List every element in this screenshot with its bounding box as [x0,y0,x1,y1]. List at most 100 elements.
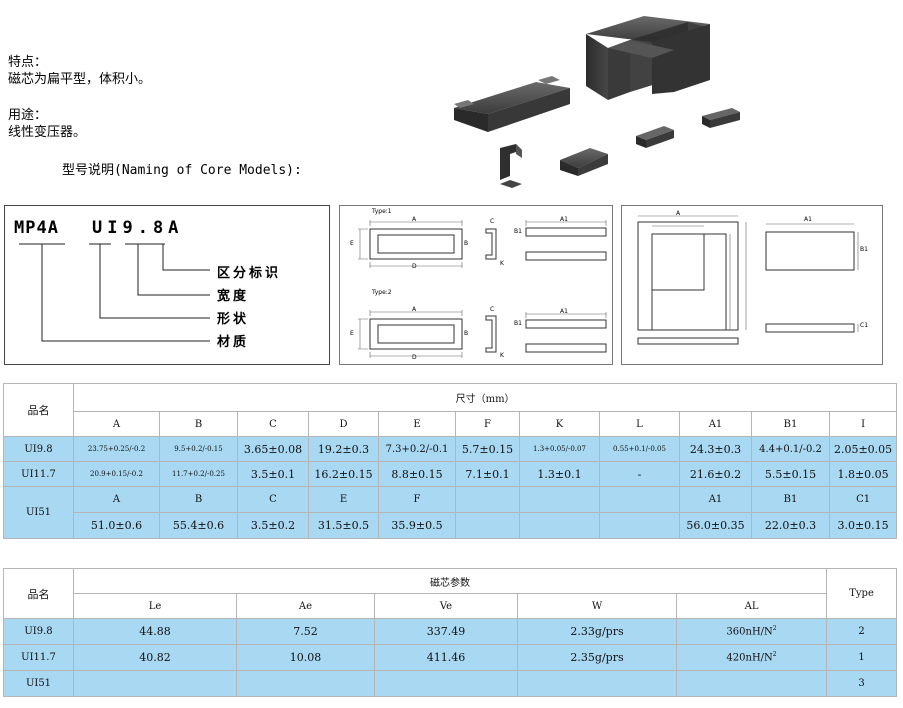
flat-core-shape [454,76,570,132]
dim-c-1: C [490,218,495,225]
naming-title: 型号说明(Naming of Core Models): [62,163,302,178]
code-model: UI9.8A [92,218,184,238]
table-cell: 7.3+0.2/-0.1 [378,436,456,462]
table-cell: 35.9±0.5 [378,512,456,539]
ui51-dim-a1: A1 [804,216,812,223]
ui51-header: F [378,486,456,513]
dim-b1-2: B1 [514,320,522,327]
type2-label: Type:2 [372,289,392,296]
row-name: UI9.8 [3,618,74,645]
param-header: Ae [236,593,375,619]
label-width: 宽度 [217,289,250,304]
table-cell: 1.3+0.05/-0.07 [519,436,600,462]
dim-k-1: K [500,260,504,267]
usage-text: 线性变压器。 [8,125,87,140]
table-cell: 5.7±0.15 [455,436,520,462]
dim-a-2: A [412,306,417,313]
table-cell: 411.46 [374,644,518,671]
dim-table-group-header: 尺寸（mm） [72,383,898,412]
table-cell: 31.5±0.5 [308,512,379,539]
table-cell: 51.0±0.6 [73,512,160,539]
table-cell: 2.33g/prs [517,618,677,645]
table-cell: 16.2±0.15 [308,461,379,487]
table-cell: 55.4±0.6 [159,512,238,539]
dim-header: C [237,411,309,437]
dim-e-1: E [350,240,354,247]
ui51-dim-b1: B1 [860,246,868,253]
table-cell: 9.5+0.2/-0.15 [159,436,238,462]
dim-b-2: B [464,330,469,337]
product-photo [454,16,740,188]
table-cell: 3 [826,670,898,697]
dim-header: L [599,411,680,437]
usage-title: 用途： [8,108,48,123]
table-cell [519,512,600,539]
table-cell: 19.2±0.3 [308,436,379,462]
dim-a1-1: A1 [560,216,568,223]
table-cell: 8.8±0.15 [378,461,456,487]
small-core-shapes [500,108,740,188]
dim-d-2: D [412,354,417,361]
table-row: UI9.8 23.75+0.25/-0.2 9.5+0.2/-0.15 3.65… [3,436,898,462]
ui51-drawing-svg [637,215,859,345]
table-row: UI11.7 40.82 10.08 411.46 2.35g/prs 420n… [3,644,898,671]
dim-header: I [828,411,898,437]
label-material: 材质 [217,335,250,350]
dim-table-name-header: 品名 [3,383,74,437]
row-name: UI51 [3,486,74,539]
table-cell-al: 420nH/N2 [675,644,828,671]
dim-header: K [519,411,600,437]
dim-a1-2: A1 [560,308,568,315]
table-cell: 44.88 [73,618,237,645]
param-header: AL [675,593,828,619]
param-header: Le [73,593,237,619]
table-cell: 4.4+0.1/-0.2 [751,436,830,462]
ui51-header: B [159,486,238,513]
dim-a-1: A [412,216,417,223]
type-drawings: Type:1 Type:2 A [339,205,613,365]
naming-leader-lines [19,243,210,342]
ui51-header: A1 [679,486,752,513]
table-cell [73,670,237,697]
param-table-type-header: Type [826,568,898,619]
dim-header: B1 [751,411,830,437]
dim-b1-1: B1 [514,228,522,235]
dim-k-2: K [500,352,504,359]
param-header: W [517,593,677,619]
table-cell [675,670,828,697]
ui51-header [455,486,520,513]
label-shape: 形状 [217,312,250,327]
table-row: UI51 3 [3,670,898,697]
table-cell: 3.65±0.08 [237,436,309,462]
table-cell: 22.0±0.3 [751,512,830,539]
table-cell [517,670,677,697]
dim-header: A1 [679,411,752,437]
param-table-name-header: 品名 [3,568,74,619]
table-cell: 10.08 [236,644,375,671]
table-cell: 5.5±0.15 [751,461,830,487]
features-title: 特点： [8,55,48,70]
dim-header: E [378,411,456,437]
table-row: UI9.8 44.88 7.52 337.49 2.33g/prs 360nH/… [3,618,898,645]
ui51-header: E [308,486,379,513]
table-row: UI51 A B C E F A1 B1 C1 [3,486,898,539]
table-cell: 40.82 [73,644,237,671]
table-cell: 1.8±0.05 [828,461,898,487]
dimension-table: 品名 尺寸（mm） A B C D E F K L A1 B1 I UI9.8 … [3,383,898,539]
table-cell: 2 [826,618,898,645]
table-row: UI11.7 20.9+0.15/-0.2 11.7+0.2/-0.25 3.5… [3,461,898,487]
type-drawings-svg [358,220,607,358]
parameter-table: 品名 磁芯参数 Type Le Ae Ve W AL UI9.8 44.88 7… [3,568,898,697]
ui51-header: B1 [751,486,830,513]
table-cell: 23.75+0.25/-0.2 [73,436,160,462]
table-cell: 24.3±0.3 [679,436,752,462]
ui51-header [599,486,680,513]
ui51-header: A [73,486,160,513]
table-cell [374,670,518,697]
table-cell: 56.0±0.35 [679,512,752,539]
table-cell: 3.5±0.1 [237,461,309,487]
table-cell-al: 360nH/N2 [675,618,828,645]
al-value: 360nH/N [726,626,773,638]
ui51-dim-c1: C1 [860,322,869,329]
table-cell: 2.35g/prs [517,644,677,671]
